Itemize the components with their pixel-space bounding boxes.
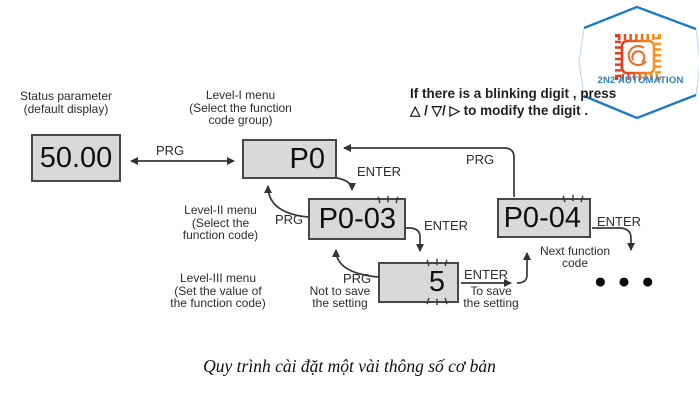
- blinking-digit-note: If there is a blinking digit , press △ /…: [410, 85, 650, 119]
- note-line-2: △ / ▽/ ▷ to modify the digit .: [410, 103, 589, 118]
- arrow-prg-value-p003: [332, 249, 379, 278]
- arrow-enter-p0-p003: [336, 177, 356, 191]
- blinking-digit: 4: [564, 201, 581, 234]
- arrow-enter-p003-value: [406, 227, 424, 252]
- status-parameter-label: Status parameter (default display): [19, 89, 113, 116]
- display-level3-value: 5: [378, 258, 459, 306]
- spiral-icon: [627, 45, 647, 66]
- prg-label-loop: PRG: [466, 152, 495, 167]
- company-logo: [578, 5, 699, 120]
- chip-icon: [615, 34, 661, 80]
- blinking-digit: 5: [428, 266, 445, 298]
- arrow-prg-p004-p0-loop: [343, 144, 515, 197]
- arrow-prg-p003-p0: [264, 185, 309, 218]
- display-level1-p0: P0: [242, 139, 337, 179]
- blink-rays: [426, 297, 448, 306]
- more-parameters-ellipsis: ●●●: [594, 270, 666, 293]
- display-status-value: 50.00: [31, 134, 121, 182]
- level2-menu-label: Level-II menu (Select the function code): [182, 203, 259, 242]
- prg-label-main: PRG: [156, 143, 185, 158]
- not-to-save-label: Not to save the setting: [309, 284, 371, 310]
- enter-label-3: ENTER: [464, 267, 509, 282]
- company-logo-text: 2N2 AUTOMATION: [597, 75, 684, 86]
- next-function-code-label: Next function code: [539, 244, 611, 270]
- arrow-next-function-p004: [516, 252, 531, 284]
- figure-caption: Quy trình cài đặt một vài thông số cơ bả…: [203, 356, 496, 376]
- blink-rays: [377, 195, 399, 203]
- level1-menu-label: Level-I menu (Select the function code g…: [189, 88, 292, 127]
- to-save-label: To save the setting: [463, 284, 519, 310]
- blink-rays: [426, 258, 448, 267]
- blinking-digit: 3: [379, 202, 396, 235]
- enter-label-4: ENTER: [597, 214, 642, 229]
- blink-rays: [562, 194, 584, 202]
- hexagon-outline-icon: [578, 5, 699, 120]
- prg-label-2: PRG: [275, 212, 304, 227]
- level3-menu-label: Level-III menu (Set the value of the fun…: [170, 271, 266, 310]
- enter-label-2: ENTER: [424, 218, 469, 233]
- arrow-enter-p004-more: [592, 227, 635, 251]
- note-line-1: If there is a blinking digit , press: [410, 86, 617, 101]
- prg-label-3: PRG: [343, 271, 372, 286]
- enter-label-1: ENTER: [357, 164, 402, 179]
